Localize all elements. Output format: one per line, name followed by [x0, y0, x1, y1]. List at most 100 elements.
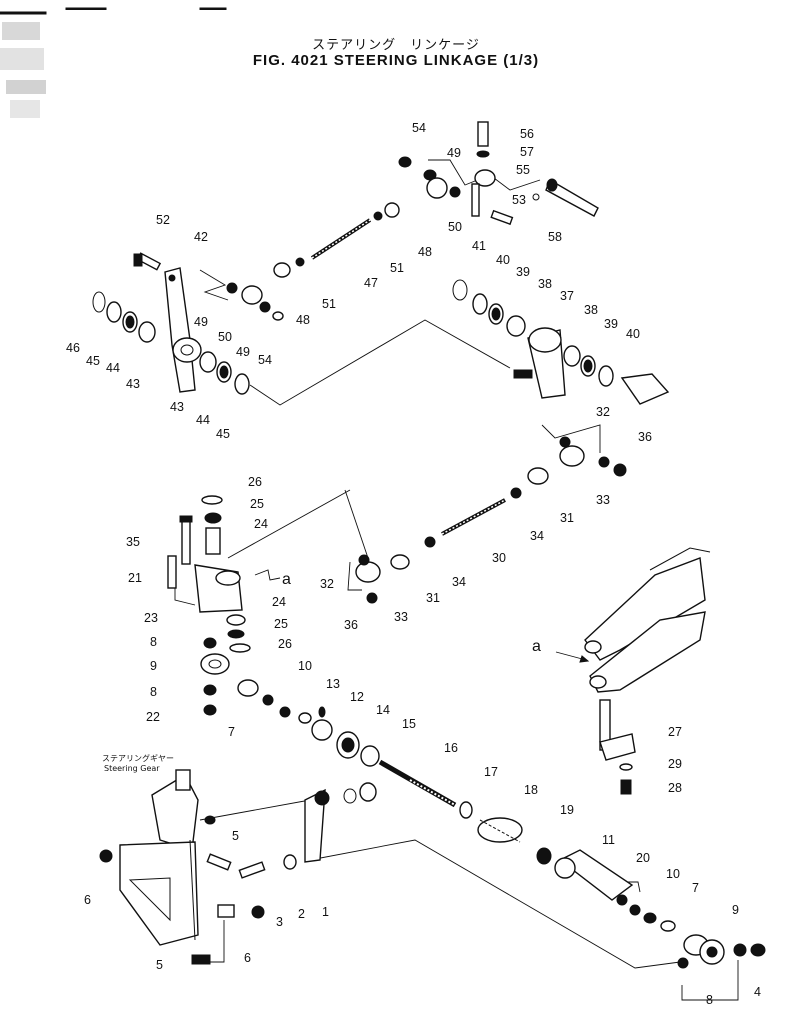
part-label: 26: [278, 637, 292, 651]
part-label: 6: [84, 893, 91, 907]
part-label: 31: [426, 591, 440, 605]
part-label: 6: [244, 951, 251, 965]
part-label: 9: [150, 659, 157, 673]
part-label: 36: [344, 618, 358, 632]
part-label: 45: [216, 427, 230, 441]
detail-callout-a: a: [282, 571, 291, 588]
title-japanese: ステアリング リンケージ: [312, 38, 480, 53]
part-label: 57: [520, 145, 534, 159]
bolt-52: [133, 252, 162, 271]
part-label: 15: [402, 717, 416, 731]
part-label: 45: [86, 354, 100, 368]
drag-link-lower: [200, 637, 766, 969]
part-label: 33: [596, 493, 610, 507]
part-label: 50: [218, 330, 232, 344]
part-label: 26: [248, 475, 262, 489]
ball-joint-50-left: [226, 282, 284, 321]
part-label: 4: [754, 985, 761, 999]
steering-gear-label-en: Steering Gear: [104, 764, 160, 773]
part-label: 10: [666, 867, 680, 881]
title-english: FIG. 4021 STEERING LINKAGE (1/3): [252, 52, 540, 69]
part-label: 38: [538, 277, 552, 291]
scan-artifact: [0, 7, 227, 118]
part-label: 33: [394, 610, 408, 624]
steering-gear-label-jp: ステアリングギヤー: [102, 753, 174, 763]
part-label: 14: [376, 703, 390, 717]
part-label: 3: [276, 915, 283, 929]
part-label: 34: [452, 575, 466, 589]
part-label: 8: [706, 993, 713, 1007]
part-label: 47: [364, 276, 378, 290]
part-label: 30: [492, 551, 506, 565]
part-label: 12: [350, 690, 364, 704]
part-label: 2: [298, 907, 305, 921]
part-label: 43: [170, 400, 184, 414]
part-label: 19: [560, 803, 574, 817]
part-label: 49: [447, 146, 461, 160]
part-label: 53: [512, 193, 526, 207]
part-label: 41: [472, 239, 486, 253]
part-label: 11: [602, 833, 615, 847]
part-label: 25: [250, 497, 264, 511]
part-label: 46: [66, 341, 80, 355]
part-label: 48: [296, 313, 310, 327]
part-label: 54: [258, 353, 272, 367]
rod-30: [355, 436, 627, 604]
part-label: 20: [636, 851, 650, 865]
part-label: 49: [194, 315, 208, 329]
part-label: 8: [150, 635, 157, 649]
center-lever: [167, 495, 251, 653]
part-label: 9: [732, 903, 739, 917]
steering-gear-bracket: [99, 769, 377, 965]
connection-lines: [174, 159, 739, 1001]
part-label: 27: [668, 725, 682, 739]
part-label: 51: [322, 297, 336, 311]
part-label: 44: [106, 361, 120, 375]
part-label: 22: [146, 710, 160, 724]
bushings-left-43-46: [92, 291, 250, 395]
part-label: 50: [448, 220, 462, 234]
part-label: 8: [150, 685, 157, 699]
detail-callout-a-target: a: [532, 638, 541, 655]
part-label: 1: [322, 905, 329, 919]
part-label: 35: [126, 535, 140, 549]
part-label: 7: [692, 881, 699, 895]
part-label: 49: [236, 345, 250, 359]
part-label: 24: [272, 595, 286, 609]
part-label: 28: [668, 781, 682, 795]
part-label: 36: [638, 430, 652, 444]
part-label: 21: [128, 571, 142, 585]
ball-joint-assembly-upper: [398, 121, 599, 226]
part-label: 48: [418, 245, 432, 259]
bell-crank-42: [164, 267, 202, 393]
detail-a-frame: [555, 547, 711, 795]
part-label: 51: [390, 261, 404, 275]
part-label: 32: [320, 577, 334, 591]
part-label: 39: [516, 265, 530, 279]
part-label: 43: [126, 377, 140, 391]
part-label: 40: [626, 327, 640, 341]
part-label: 24: [254, 517, 268, 531]
part-label: 7: [228, 725, 235, 739]
part-label: 32: [596, 405, 610, 419]
part-label: 13: [326, 677, 340, 691]
part-label: 56: [520, 127, 534, 141]
part-label: 52: [156, 213, 170, 227]
part-number-labels: 54 56 57 49 55 53 50 58 52 42 48 51 47 5…: [66, 121, 761, 1007]
bell-crank-37: [452, 279, 670, 405]
part-label: 5: [156, 958, 163, 972]
part-label: 39: [604, 317, 618, 331]
rod-47: [273, 202, 400, 278]
part-label: 18: [524, 783, 538, 797]
part-label: 54: [412, 121, 426, 135]
part-label: 23: [144, 611, 158, 625]
part-label: 38: [584, 303, 598, 317]
part-label: 55: [516, 163, 530, 177]
part-label: 25: [274, 617, 288, 631]
part-label: 42: [194, 230, 208, 244]
part-label: 44: [196, 413, 210, 427]
part-label: 40: [496, 253, 510, 267]
part-label: 37: [560, 289, 574, 303]
